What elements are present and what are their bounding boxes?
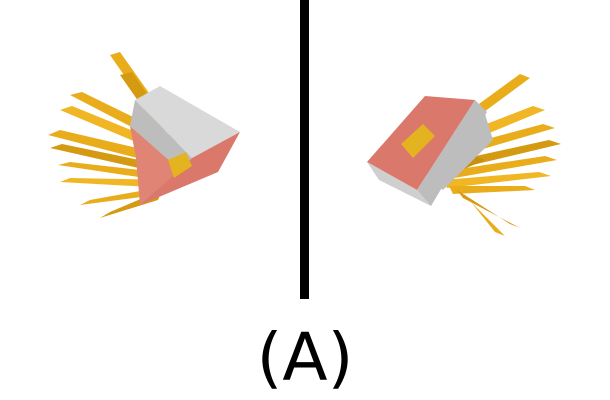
divider-line — [300, 0, 309, 299]
fries-right-box-front — [367, 96, 487, 206]
fries-left-icon — [48, 52, 240, 218]
caption-label: (A) — [256, 319, 354, 396]
fries-left-box — [130, 86, 240, 205]
fries-right-icon — [367, 74, 561, 236]
